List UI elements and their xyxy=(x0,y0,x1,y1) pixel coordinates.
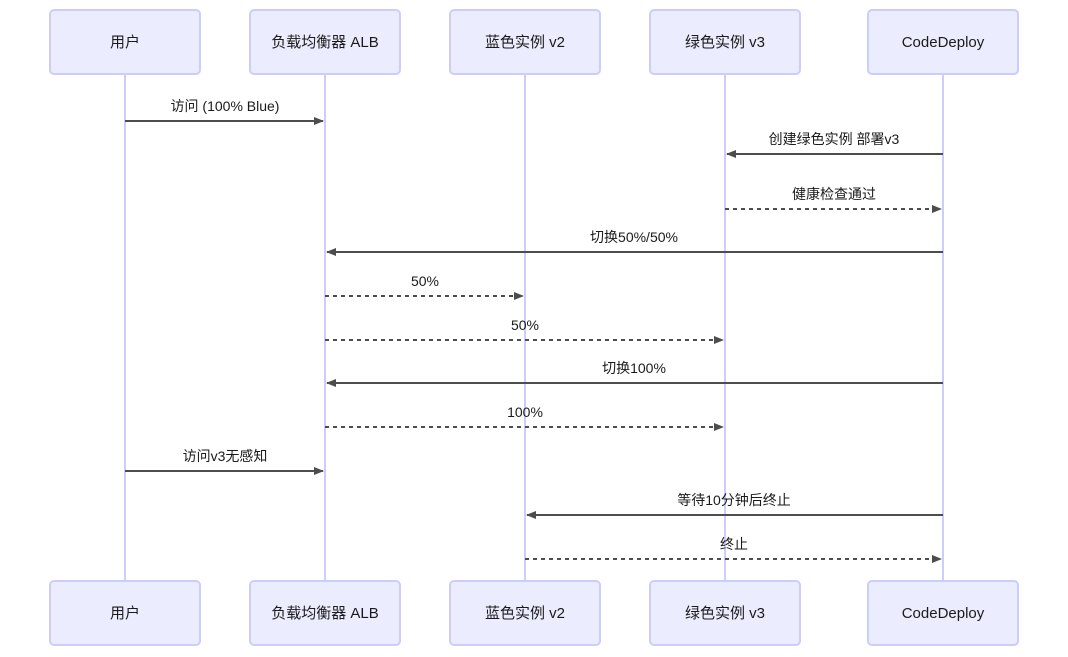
actor-label-green: 绿色实例 v3 xyxy=(685,34,765,51)
actor-alb-top[interactable]: 负载均衡器 ALB xyxy=(249,9,401,75)
actor-box-blue[interactable] xyxy=(449,580,601,646)
message-6-alb-to-green[interactable]: 50% xyxy=(325,317,724,344)
message-11-blue-to-codedeploy[interactable]: 终止 xyxy=(525,536,942,563)
actor-box-green[interactable] xyxy=(649,580,801,646)
message-label-4: 切换50%/50% xyxy=(590,229,678,245)
message-2-codedeploy-to-green[interactable]: 创建绿色实例 部署v3 xyxy=(726,131,943,158)
actor-label-user: 用户 xyxy=(110,605,140,622)
message-5-alb-to-blue[interactable]: 50% xyxy=(325,273,524,300)
actor-green-top[interactable]: 绿色实例 v3 xyxy=(649,9,801,75)
message-10-codedeploy-to-blue[interactable]: 等待10分钟后终止 xyxy=(526,492,943,519)
actor-user-top[interactable]: 用户 xyxy=(49,9,201,75)
message-1-user-to-alb[interactable]: 访问 (100% Blue) xyxy=(125,98,324,125)
actor-box-user[interactable] xyxy=(49,580,201,646)
actor-label-alb: 负载均衡器 ALB xyxy=(271,34,379,51)
message-label-3: 健康检查通过 xyxy=(792,186,876,202)
actor-box-alb[interactable] xyxy=(249,9,401,75)
message-label-9: 访问v3无感知 xyxy=(183,448,268,464)
actor-boxes-bottom: 用户 负载均衡器 ALB 蓝色实例 v2 绿色实例 v3 CodeDeploy xyxy=(49,580,1019,646)
actor-box-green[interactable] xyxy=(649,9,801,75)
actor-green-bottom[interactable]: 绿色实例 v3 xyxy=(649,580,801,646)
message-label-6: 50% xyxy=(511,317,539,333)
actor-boxes-top: 用户 负载均衡器 ALB 蓝色实例 v2 绿色实例 v3 CodeDeploy xyxy=(49,9,1019,75)
message-9-user-to-alb[interactable]: 访问v3无感知 xyxy=(125,448,324,475)
actor-codedeploy-top[interactable]: CodeDeploy xyxy=(867,9,1019,75)
actor-label-user: 用户 xyxy=(110,34,140,51)
lifelines-group xyxy=(124,74,944,581)
actor-box-blue[interactable] xyxy=(449,9,601,75)
message-label-1: 访问 (100% Blue) xyxy=(171,98,280,114)
message-4-codedeploy-to-alb[interactable]: 切换50%/50% xyxy=(326,229,943,256)
actor-box-codedeploy[interactable] xyxy=(867,9,1019,75)
message-8-alb-to-green[interactable]: 100% xyxy=(325,404,724,431)
actor-box-user[interactable] xyxy=(49,9,201,75)
actor-codedeploy-bottom[interactable]: CodeDeploy xyxy=(867,580,1019,646)
message-label-11: 终止 xyxy=(720,536,748,552)
actor-label-codedeploy: CodeDeploy xyxy=(902,605,985,622)
actor-label-blue: 蓝色实例 v2 xyxy=(485,34,565,51)
message-label-10: 等待10分钟后终止 xyxy=(677,492,791,508)
message-label-5: 50% xyxy=(411,273,439,289)
actor-label-blue: 蓝色实例 v2 xyxy=(485,605,565,622)
actor-label-codedeploy: CodeDeploy xyxy=(902,34,985,51)
actor-box-codedeploy[interactable] xyxy=(867,580,1019,646)
message-label-2: 创建绿色实例 部署v3 xyxy=(769,131,900,147)
actor-blue-top[interactable]: 蓝色实例 v2 xyxy=(449,9,601,75)
message-3-green-to-codedeploy[interactable]: 健康检查通过 xyxy=(725,186,942,213)
actor-user-bottom[interactable]: 用户 xyxy=(49,580,201,646)
message-7-codedeploy-to-alb[interactable]: 切换100% xyxy=(326,360,943,387)
actor-label-alb: 负载均衡器 ALB xyxy=(271,605,379,622)
messages-group: 访问 (100% Blue) 创建绿色实例 部署v3 健康检查通过切换50%/50%… xyxy=(125,98,943,563)
actor-box-alb[interactable] xyxy=(249,580,401,646)
actor-label-green: 绿色实例 v3 xyxy=(685,605,765,622)
actor-alb-bottom[interactable]: 负载均衡器 ALB xyxy=(249,580,401,646)
message-label-7: 切换100% xyxy=(602,360,666,376)
actor-blue-bottom[interactable]: 蓝色实例 v2 xyxy=(449,580,601,646)
message-label-8: 100% xyxy=(507,404,543,420)
